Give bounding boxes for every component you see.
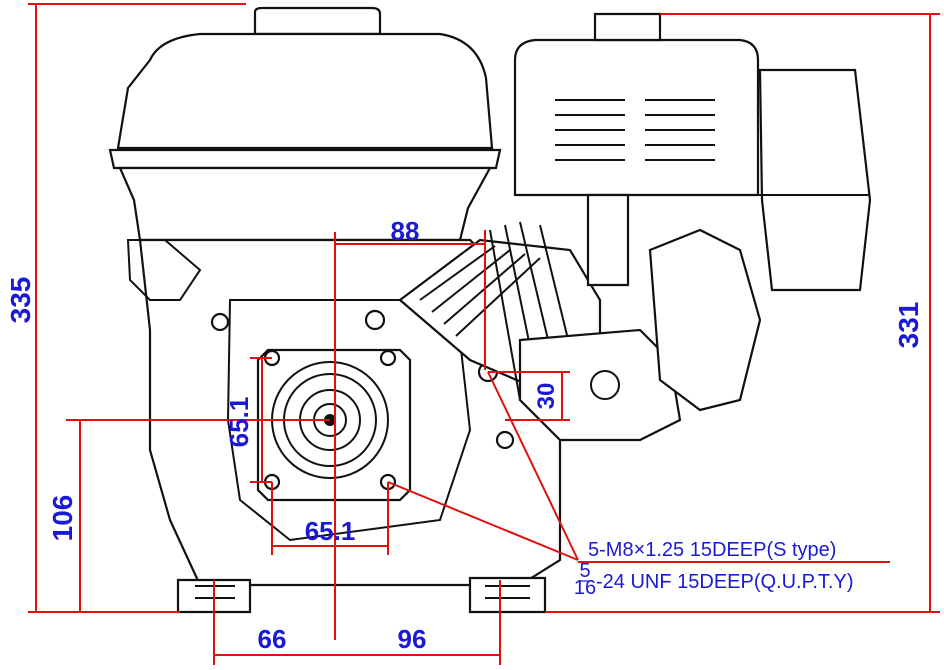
muffler <box>513 12 760 287</box>
fuel-cap <box>253 6 382 36</box>
tank-lower <box>118 166 492 242</box>
muffler-slots-left <box>555 99 625 161</box>
note-line-1: 5-M8×1.25 15DEEP(S type) <box>588 539 836 561</box>
note-fraction-numerator: 5 <box>579 560 590 582</box>
label-88: 88 <box>391 216 420 246</box>
note-line-2: -24 UNF 15DEEP(Q.U.P.T.Y) <box>596 571 853 593</box>
label-106: 106 <box>47 495 78 542</box>
bolt-side <box>210 312 230 332</box>
head-plug <box>590 370 620 400</box>
label-651-v: 65.1 <box>224 397 254 448</box>
label-96: 96 <box>398 624 427 654</box>
engine-outline <box>108 6 872 614</box>
left-bracket <box>126 239 202 301</box>
label-331: 331 <box>893 302 924 349</box>
label-651-h: 65.1 <box>305 516 356 546</box>
dimension-lines <box>28 3 940 665</box>
tank-seam <box>108 148 502 170</box>
cylinder-head <box>518 328 682 442</box>
bolt-tr <box>379 349 397 367</box>
leader-2 <box>387 481 579 561</box>
base-foot-right <box>468 576 547 614</box>
label-335: 335 <box>5 277 36 324</box>
label-66: 66 <box>258 624 287 654</box>
carburetor <box>648 228 762 412</box>
muffler-slots-right <box>645 99 715 161</box>
fuel-tank <box>116 32 494 150</box>
muffler-cap <box>593 12 662 42</box>
bolt-lower <box>495 430 515 450</box>
air-cleaner <box>758 68 872 292</box>
thread-notes: 5-M8×1.25 15DEEP(S type) 5 16 -24 UNF 15… <box>574 539 854 599</box>
dimension-labels: 335 331 106 88 65.1 65.1 30 66 96 <box>5 216 924 654</box>
exhaust-pipe <box>586 193 630 287</box>
muffler-shell <box>513 38 760 197</box>
bolt-top <box>364 309 386 331</box>
label-30: 30 <box>533 383 560 410</box>
leader-1 <box>487 371 579 561</box>
note-fraction-denominator: 16 <box>574 577 596 599</box>
